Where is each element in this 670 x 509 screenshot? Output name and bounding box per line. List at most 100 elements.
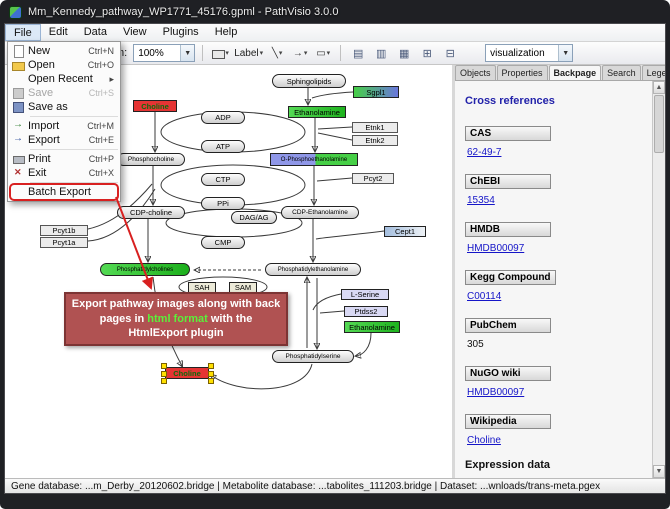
pathway-node-choline[interactable]: Choline	[133, 100, 177, 112]
menu-shortcut: Ctrl+M	[87, 121, 114, 131]
zoom-dropdown-arrow-icon[interactable]: ▼	[180, 45, 195, 61]
scroll-down-arrow-icon[interactable]: ▼	[653, 465, 665, 478]
pathway-node-atp[interactable]: ATP	[201, 140, 245, 153]
annotation-callout[interactable]: Export pathway images along with back pa…	[64, 292, 288, 346]
menu-item-label: Print	[28, 153, 51, 165]
pathway-node-phosphatidylcholines[interactable]: Phosphatidylcholines	[100, 263, 190, 276]
pathway-node-phosphatidylserine[interactable]: Phosphatidylserine	[272, 350, 354, 363]
pathway-node-etnk1[interactable]: Etnk1	[352, 122, 398, 133]
datanode-dropdown-arrow-icon[interactable]: ▾	[225, 50, 229, 57]
tab-objects[interactable]: Objects	[455, 65, 496, 80]
scrollbar-thumb[interactable]	[654, 95, 664, 153]
menu-shortcut: Ctrl+E	[88, 135, 114, 145]
pathway-node-adp[interactable]: ADP	[201, 111, 245, 124]
tab-properties[interactable]: Properties	[496, 65, 548, 80]
panel-splitter[interactable]	[452, 65, 455, 478]
tab-legend[interactable]: Legend	[641, 65, 665, 80]
file-menu-item-batch-export[interactable]: Batch Export	[8, 183, 120, 201]
pathway-node-l-serine[interactable]: L-Serine	[341, 289, 389, 300]
xref-value-hmdb[interactable]: HMDB00097	[467, 243, 525, 254]
align-left-button[interactable]: ▦	[394, 44, 414, 63]
selection-handle[interactable]	[161, 363, 167, 369]
pathway-node-ethanolamine[interactable]: Ethanolamine	[344, 321, 400, 333]
menu-edit[interactable]: Edit	[48, 26, 68, 38]
file-menu-item-save-as[interactable]: Save as	[8, 100, 120, 114]
annotation-highlight: html format	[147, 312, 208, 325]
shape-tool-button[interactable]: ▭▾	[313, 44, 333, 63]
menu-view[interactable]: View	[122, 26, 147, 38]
line-dropdown-arrow-icon[interactable]: ▾	[278, 50, 283, 57]
selection-handle[interactable]	[208, 370, 214, 377]
datanode-tool-button[interactable]: ▾	[210, 44, 230, 63]
side-panel: ObjectsPropertiesBackpageSearchLegend Cr…	[455, 65, 665, 478]
titlebar[interactable]: Mm_Kennedy_pathway_WP1771_45176.gpml - P…	[0, 0, 670, 24]
xref-value-nugo-wiki[interactable]: HMDB00097	[467, 387, 525, 398]
pathway-node-sgpl1[interactable]: Sgpl1	[353, 86, 399, 98]
label-tool-button[interactable]: Label▾	[233, 44, 264, 63]
pathway-node-phosphatidylethanolamine[interactable]: Phosphatidylethanolamine	[265, 263, 361, 276]
arrow-tool-button[interactable]: →▾	[290, 44, 310, 63]
pathway-node-cmp[interactable]: CMP	[201, 236, 245, 249]
xref-value-cas[interactable]: 62-49-7	[467, 147, 502, 158]
pathway-node-cept1[interactable]: Cept1	[384, 226, 426, 237]
label-tool-text: Label	[234, 47, 259, 59]
panel-scrollbar[interactable]: ▲ ▼	[652, 81, 665, 478]
xref-value-chebi[interactable]: 15354	[467, 195, 495, 206]
menu-data[interactable]: Data	[83, 26, 107, 38]
align-center-y-button[interactable]: ▥	[371, 44, 391, 63]
label-dropdown-arrow-icon[interactable]: ▾	[259, 50, 264, 57]
menu-help[interactable]: Help	[214, 26, 238, 38]
line-tool-button[interactable]: ╲▾	[267, 44, 287, 63]
zoom-combobox[interactable]: 100% ▼	[133, 44, 196, 62]
align-center-x-button[interactable]: ▤	[348, 44, 368, 63]
pathway-node-cdp-ethanolamine[interactable]: CDP-Ethanolamine	[281, 206, 359, 219]
selection-handle[interactable]	[208, 378, 214, 384]
pathway-node-pcyt1b[interactable]: Pcyt1b	[40, 225, 88, 236]
selection-handle[interactable]	[208, 363, 214, 369]
connector	[319, 310, 345, 314]
scroll-up-arrow-icon[interactable]: ▲	[653, 81, 665, 94]
menu-item-label: Exit	[28, 167, 47, 179]
pathway-node-o-phosphoethanolamine[interactable]: O-Phosphoethanolamine	[270, 153, 358, 166]
xref-value-wikipedia[interactable]: Choline	[467, 435, 501, 446]
tab-backpage[interactable]: Backpage	[548, 65, 602, 80]
menu-item-label: Save	[28, 87, 54, 99]
menu-shortcut: Ctrl+N	[88, 46, 114, 56]
menu-plugins[interactable]: Plugins	[162, 26, 199, 38]
pathway-node-pcyt2[interactable]: Pcyt2	[352, 173, 394, 184]
menu-item-label: Export	[28, 134, 60, 146]
tab-search[interactable]: Search	[602, 65, 641, 80]
visualization-combobox[interactable]: visualization ▼	[485, 44, 574, 62]
file-menu-item-export[interactable]: Export Ctrl+E	[8, 133, 120, 147]
pathway-node-choline[interactable]: Choline	[165, 367, 209, 379]
arrow-dropdown-arrow-icon[interactable]: ▾	[303, 50, 308, 57]
pathway-node-ctp[interactable]: CTP	[201, 173, 245, 186]
pathway-node-cdp-choline[interactable]: CDP-choline	[117, 206, 185, 219]
visualization-dropdown-arrow-icon[interactable]: ▼	[558, 45, 573, 61]
selection-handle[interactable]	[161, 378, 167, 384]
export-icon	[12, 133, 24, 146]
pathway-node-ethanolamine[interactable]: Ethanolamine	[288, 106, 346, 118]
menu-shortcut: Ctrl+P	[88, 154, 114, 164]
pathway-node-sphingolipids[interactable]: Sphingolipids	[272, 74, 346, 88]
xref-value-kegg-compound[interactable]: C00114	[467, 291, 502, 302]
pathway-node-pcyt1a[interactable]: Pcyt1a	[40, 237, 88, 248]
pathway-node-phosphocholine[interactable]: Phosphocholine	[117, 153, 185, 166]
file-menu-item-print[interactable]: Print Ctrl+P	[8, 152, 120, 166]
pathway-node-ppi[interactable]: PPi	[201, 197, 245, 210]
pathway-node-etnk2[interactable]: Etnk2	[352, 135, 398, 146]
common-width-button[interactable]: ⊞	[417, 44, 437, 63]
menu-file[interactable]: File	[5, 24, 41, 41]
selection-handle[interactable]	[161, 370, 167, 377]
pathway-node-ptdss2[interactable]: Ptdss2	[344, 306, 388, 317]
common-height-button[interactable]: ⊟	[440, 44, 460, 63]
shape-dropdown-arrow-icon[interactable]: ▾	[326, 50, 331, 57]
pathway-node-dag-ag[interactable]: DAG/AG	[231, 211, 277, 224]
file-menu-item-open-recent[interactable]: Open Recent▸	[8, 72, 120, 86]
